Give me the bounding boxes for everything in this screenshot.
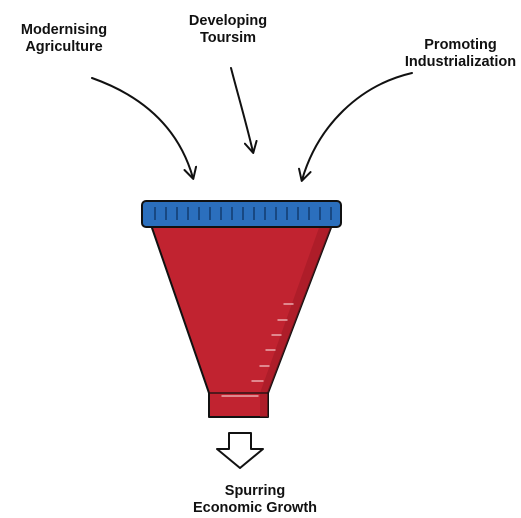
input-label-industrialization-line1: Promoting	[424, 37, 497, 53]
input-label-tourism: Developing Toursim	[172, 13, 284, 47]
input-label-agriculture-line2: Agriculture	[25, 39, 103, 55]
output-label-growth: Spurring Economic Growth	[160, 483, 350, 517]
output-label-growth-line2: Economic Growth	[192, 500, 318, 516]
arrow-tourism	[230, 67, 258, 154]
input-label-agriculture-line1: Modernising	[20, 22, 108, 38]
funnel-lid	[141, 200, 342, 228]
funnel-measure-ticks	[221, 303, 294, 397]
arrow-industrialization	[298, 72, 413, 182]
funnel-body	[150, 224, 333, 418]
input-label-tourism-line1: Developing	[188, 13, 268, 29]
output-label-growth-line1: Spurring	[224, 483, 286, 499]
input-label-agriculture: Modernising Agriculture	[6, 22, 122, 56]
input-label-tourism-line2: Toursim	[199, 30, 257, 46]
input-label-industrialization-line2: Industrialization	[404, 54, 517, 70]
input-label-industrialization: Promoting Industrialization	[400, 37, 521, 71]
output-arrow	[216, 432, 264, 469]
arrow-agriculture	[91, 77, 198, 180]
